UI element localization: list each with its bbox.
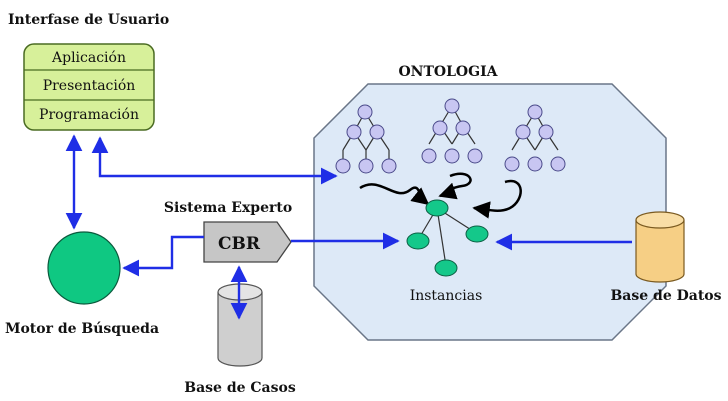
database-label: Base de Datos <box>610 288 721 304</box>
expert-system-title: Sistema Experto <box>164 200 292 216</box>
instances-label: Instancias <box>410 288 483 304</box>
ontology-title: ONTOLOGIA <box>398 64 498 80</box>
arrow-ui-ontology <box>91 136 338 185</box>
case-base-label: Base de Casos <box>184 380 296 396</box>
arrow-cbr-engine <box>122 235 204 277</box>
search-engine-label: Motor de Búsqueda <box>5 321 159 337</box>
ontology-tree-1-nodes <box>335 104 397 174</box>
layer-aplicacion: Aplicación <box>51 50 126 66</box>
ontology-tree-2-nodes <box>421 98 483 164</box>
instance-nodes <box>406 199 489 277</box>
layer-programacion: Programación <box>39 107 139 123</box>
ui-title: Interfase de Usuario <box>8 12 169 28</box>
layer-presentacion: Presentación <box>43 78 136 94</box>
cbr-block <box>203 221 292 263</box>
connection-arrows <box>65 134 632 320</box>
user-interface-box: Aplicación Presentación Programación <box>23 43 155 131</box>
database-cylinder <box>635 211 685 283</box>
ontology-tree-3-nodes <box>504 104 566 172</box>
squiggle-arrow-right <box>472 179 522 219</box>
cbr-label: CBR <box>218 234 261 254</box>
squiggle-arrow-middle <box>438 172 472 200</box>
squiggle-arrow-left <box>359 183 430 206</box>
search-engine-circle <box>47 231 121 305</box>
